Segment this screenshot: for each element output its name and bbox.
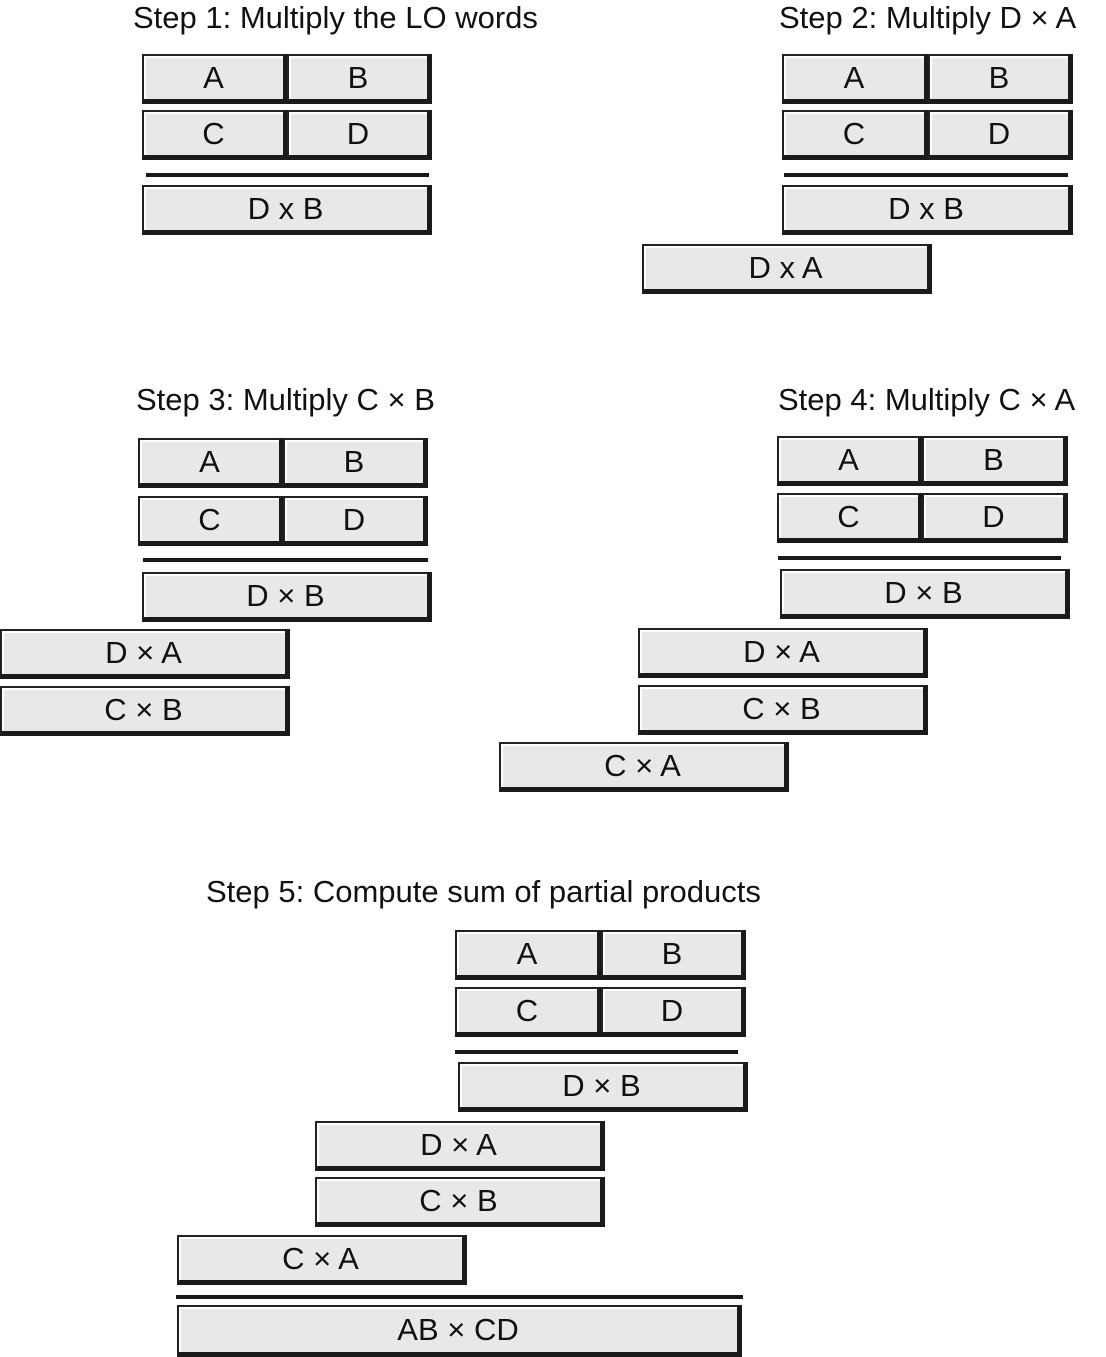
- step3-word-b: B: [283, 438, 428, 488]
- step1-rule: [146, 173, 429, 177]
- step3-title: Step 3: Multiply C × B: [136, 382, 435, 417]
- step4-word-a: A: [777, 436, 923, 486]
- step3-word-c: C: [138, 496, 284, 546]
- step5-rule-sum: [176, 1295, 743, 1299]
- step5-result-abxcd: AB × CD: [177, 1305, 742, 1357]
- step4-word-d: D: [922, 493, 1068, 543]
- step3-word-a: A: [138, 438, 284, 488]
- step2-product-dxa: D x A: [642, 244, 932, 294]
- step1-word-a: A: [142, 54, 288, 104]
- step5-word-d: D: [601, 987, 746, 1037]
- step2-title: Step 2: Multiply D × A: [779, 0, 1077, 35]
- step3-word-d: D: [283, 496, 428, 546]
- step2-word-a: A: [782, 54, 929, 104]
- step5-product-cxa: C × A: [177, 1235, 467, 1285]
- step4-product-dxa: D × A: [638, 628, 928, 678]
- step5-word-c: C: [455, 987, 602, 1037]
- step2-word-d: D: [928, 110, 1073, 160]
- step5-word-a: A: [455, 930, 602, 980]
- step5-product-dxb: D × B: [458, 1062, 748, 1112]
- step4-product-cxb: C × B: [638, 685, 928, 735]
- step5-rule-top: [455, 1050, 738, 1054]
- step4-product-dxb: D × B: [780, 569, 1070, 619]
- step1-title: Step 1: Multiply the LO words: [133, 0, 538, 35]
- step3-rule: [143, 558, 428, 562]
- step2-word-c: C: [782, 110, 929, 160]
- step2-rule: [784, 173, 1068, 177]
- step2-product-dxb: D x B: [782, 185, 1073, 235]
- step5-product-cxb: C × B: [315, 1177, 605, 1227]
- step1-word-b: B: [287, 54, 432, 104]
- step4-word-b: B: [922, 436, 1068, 486]
- step4-rule: [778, 556, 1061, 560]
- step3-product-cxb: C × B: [0, 686, 290, 736]
- step5-product-dxa: D × A: [315, 1121, 605, 1171]
- step4-product-cxa: C × A: [499, 742, 789, 792]
- step4-word-c: C: [777, 493, 923, 543]
- step2-word-b: B: [928, 54, 1073, 104]
- step4-title: Step 4: Multiply C × A: [778, 382, 1076, 417]
- step3-product-dxa: D × A: [0, 629, 290, 679]
- step1-product-dxb: D x B: [142, 185, 432, 235]
- step3-product-dxb: D × B: [142, 572, 432, 622]
- step5-title: Step 5: Compute sum of partial products: [206, 874, 761, 909]
- step1-word-c: C: [142, 110, 288, 160]
- step5-word-b: B: [601, 930, 746, 980]
- step1-word-d: D: [287, 110, 432, 160]
